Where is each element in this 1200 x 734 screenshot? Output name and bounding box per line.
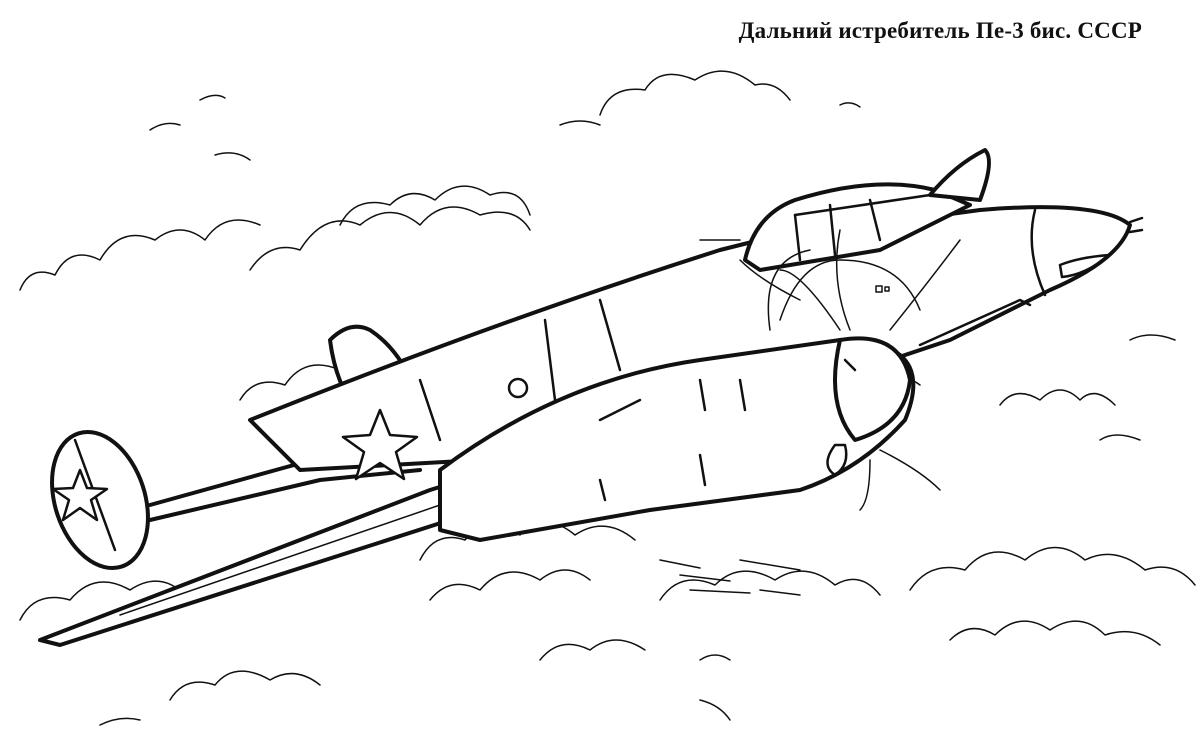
- star-insignia-icon: [341, 408, 419, 481]
- cockpit-canopy-icon: [699, 148, 991, 272]
- fuselage-icon: [248, 205, 1144, 481]
- star-insignia-icon: [51, 468, 109, 522]
- spinner-icon: [833, 336, 912, 442]
- page-caption: Дальний истребитель Пе-3 бис. СССР: [738, 18, 1142, 43]
- clouds-icon: [19, 70, 1196, 726]
- engine-nacelle-icon: [438, 229, 961, 542]
